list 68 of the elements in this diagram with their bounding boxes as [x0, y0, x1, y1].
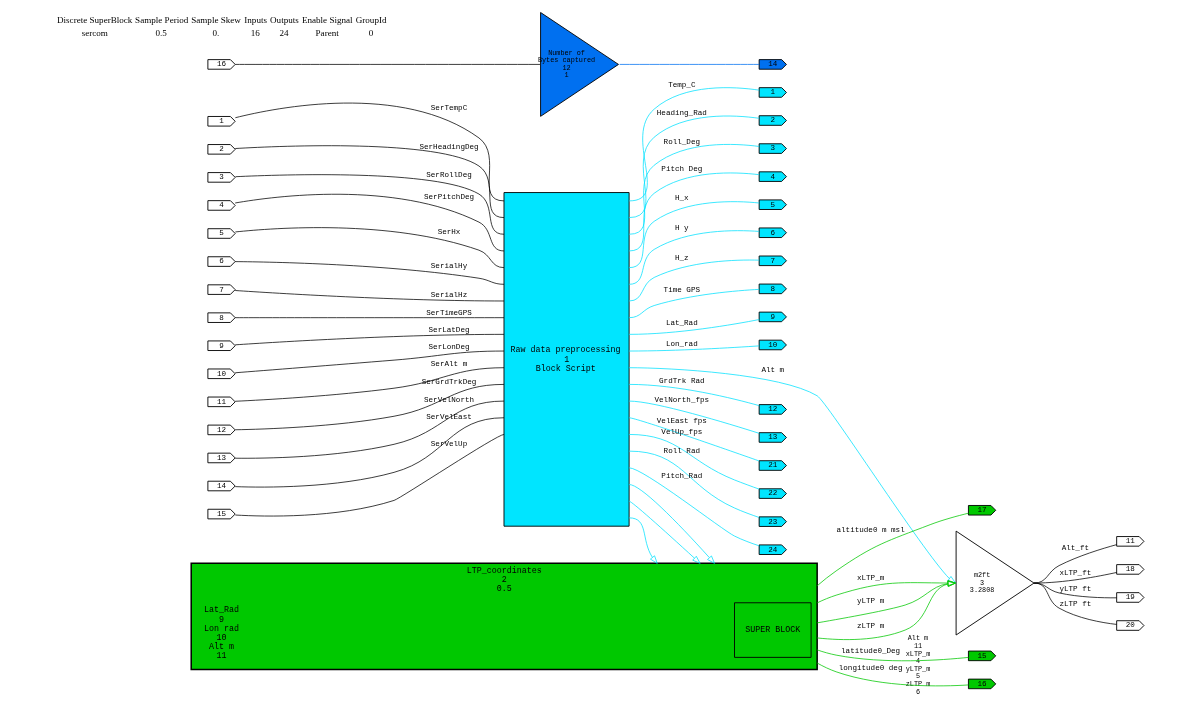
- connector: [234, 290, 505, 302]
- connector: [234, 384, 505, 431]
- connector: [628, 319, 760, 335]
- connector: [628, 201, 760, 268]
- label: Enable Signal: [301, 15, 353, 26]
- connector: [628, 384, 760, 406]
- node-box: Raw data preprocessing 1 Block Script: [503, 192, 630, 527]
- connector: [235, 102, 505, 202]
- connector: [619, 64, 760, 65]
- label: 16: [250, 28, 260, 39]
- connector: [628, 467, 760, 547]
- connector: [628, 230, 760, 285]
- label: Sample Skew: [191, 15, 241, 26]
- connector: [628, 289, 760, 319]
- connector: [1033, 572, 1118, 584]
- label: 0.: [212, 28, 220, 39]
- arrow: [628, 484, 715, 564]
- connector: [628, 434, 760, 490]
- arrow: [628, 367, 956, 584]
- node-label: Lat_Rad: [204, 605, 240, 616]
- label: sercom: [81, 28, 108, 39]
- connector: [628, 172, 760, 252]
- connector: [628, 144, 760, 235]
- node-box: SUPER BLOCK: [734, 602, 812, 658]
- node-label: Lon rad: [204, 623, 240, 634]
- connector: [234, 145, 505, 218]
- connector: [628, 400, 760, 434]
- connector: [234, 193, 505, 252]
- connector: [234, 261, 505, 285]
- label: Parent: [315, 28, 339, 39]
- connector: [235, 174, 505, 235]
- label: 24: [279, 28, 289, 39]
- connector: [816, 512, 969, 587]
- connector: [628, 450, 760, 518]
- connector: [628, 259, 760, 302]
- connector: [234, 350, 505, 374]
- label: 0: [368, 28, 374, 39]
- label: Outputs: [270, 15, 299, 26]
- connector: [234, 227, 505, 268]
- connector: [1033, 582, 1117, 625]
- connector: [234, 400, 505, 459]
- label: 0.5: [155, 28, 167, 39]
- label: Sample Period: [135, 15, 189, 26]
- connector: [234, 317, 505, 319]
- connector: [628, 115, 760, 218]
- connector: [234, 417, 505, 488]
- connector: [816, 649, 969, 662]
- label: Inputs: [244, 15, 267, 26]
- connector: [628, 345, 760, 352]
- label: Discrete SuperBlock: [56, 15, 133, 26]
- node-label: 9: [219, 614, 225, 625]
- label: GroupId: [355, 15, 387, 26]
- connector: [628, 87, 760, 202]
- connector: [628, 417, 760, 462]
- connector: [234, 64, 541, 65]
- connector: [234, 333, 505, 346]
- arrow: [816, 580, 956, 640]
- arrow: [628, 517, 658, 564]
- node-label: 11: [216, 650, 227, 661]
- node-label: Alt m: [209, 641, 235, 652]
- connector: [816, 662, 969, 687]
- node-label: 10: [216, 632, 227, 643]
- arrow: [816, 580, 956, 624]
- connector: [1033, 544, 1118, 584]
- connector: [235, 434, 505, 517]
- arrow: [628, 500, 701, 564]
- connector: [234, 367, 505, 402]
- arrow: [816, 580, 956, 604]
